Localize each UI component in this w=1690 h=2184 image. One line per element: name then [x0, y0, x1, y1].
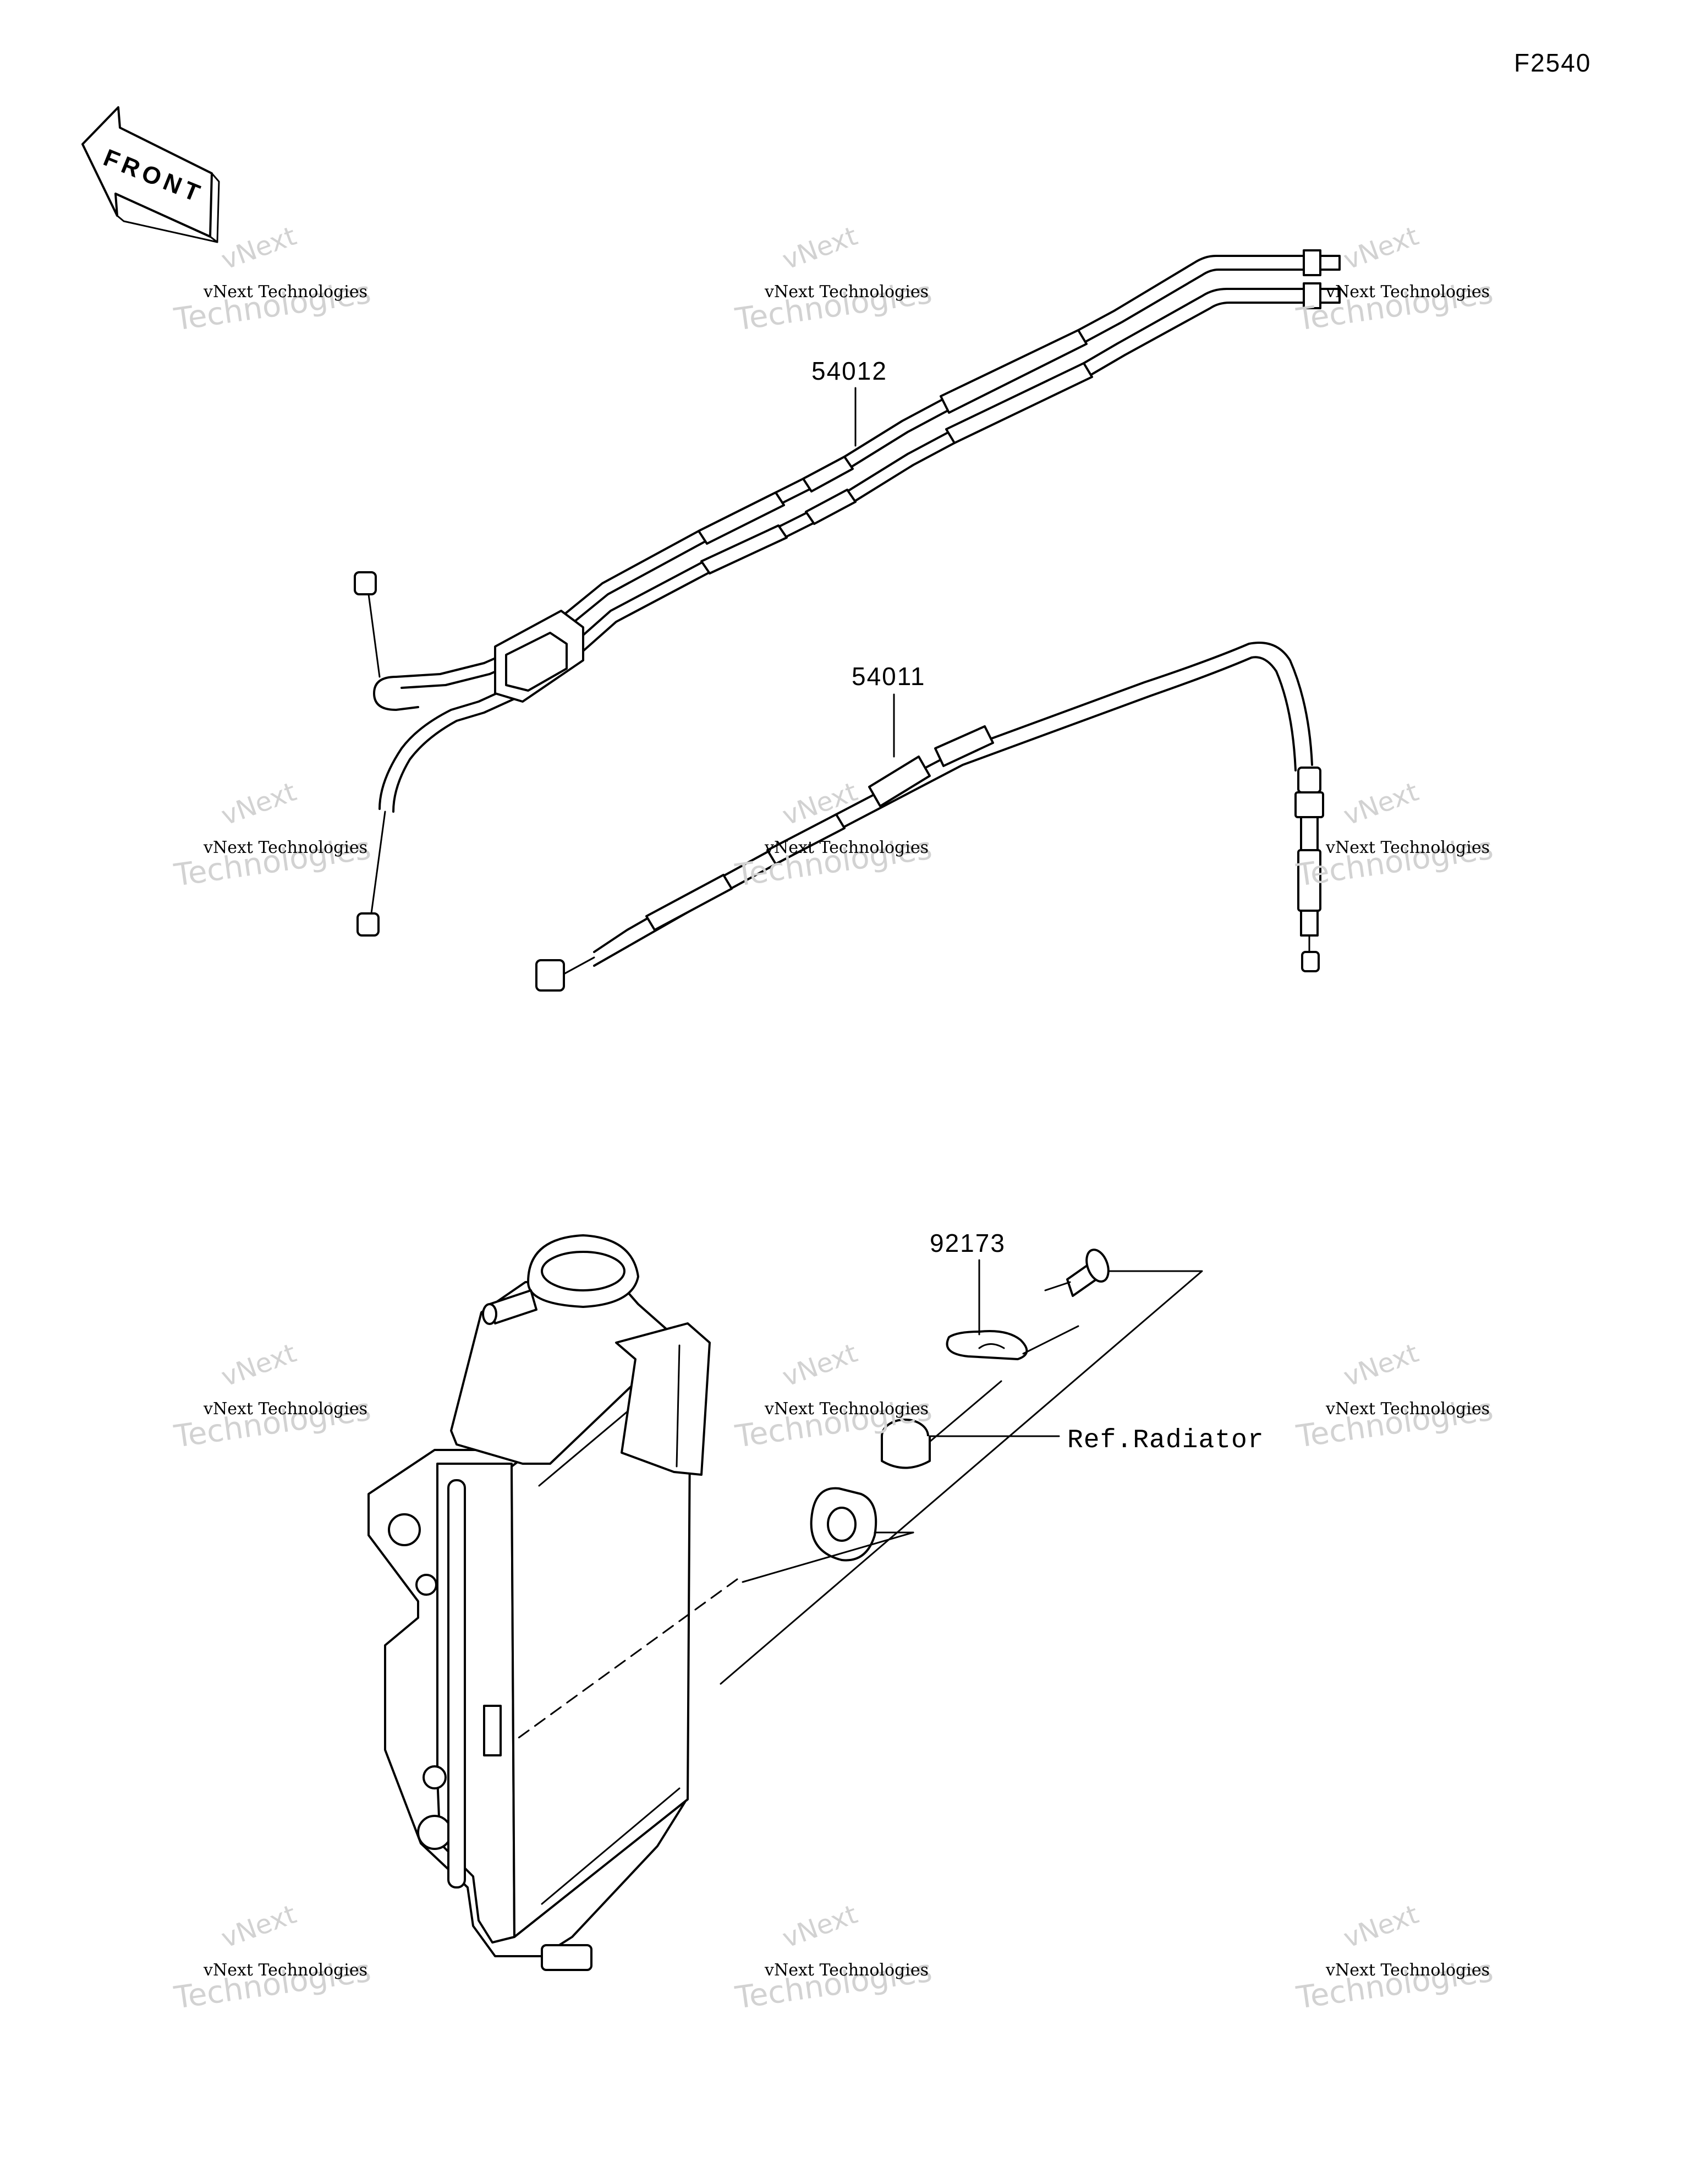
svg-text:vNext: vNext [217, 1338, 300, 1393]
svg-text:vNext: vNext [217, 776, 300, 832]
svg-text:vNext Technologies: vNext Technologies [764, 838, 929, 857]
figure-code: F2540 [1514, 48, 1591, 77]
svg-text:vNext: vNext [1340, 221, 1423, 276]
svg-text:vNext: vNext [217, 221, 300, 276]
callout-92173: 92173 [930, 1229, 1006, 1257]
svg-text:vNext Technologies: vNext Technologies [203, 838, 367, 857]
callout-54011: 54011 [852, 662, 926, 691]
watermark-4: vNext Technologies vNext Technologies [172, 776, 373, 894]
svg-text:vNext Technologies: vNext Technologies [764, 1961, 929, 1980]
svg-text:vNext: vNext [1340, 776, 1423, 832]
ref-radiator-label: Ref.Radiator [1067, 1426, 1264, 1455]
svg-text:vNext: vNext [778, 1338, 862, 1393]
svg-text:vNext Technologies: vNext Technologies [764, 1399, 929, 1419]
svg-text:vNext Technologies: vNext Technologies [1325, 1961, 1490, 1980]
clutch-cable-assembly [535, 642, 1324, 992]
watermark-10: vNext Technologies vNext Technologies [172, 1899, 373, 2016]
svg-text:vNext Technologies: vNext Technologies [1325, 1399, 1490, 1419]
mounting-hardware [516, 1249, 1203, 1740]
svg-text:vNext Technologies: vNext Technologies [203, 1961, 367, 1980]
watermark-12: vNext Technologies vNext Technologies [1294, 1899, 1495, 2016]
svg-text:vNext: vNext [778, 1899, 862, 1955]
svg-text:vNext Technologies: vNext Technologies [203, 1399, 367, 1419]
svg-text:vNext Technologies: vNext Technologies [1325, 282, 1490, 302]
front-arrow-icon: FRONT [81, 106, 220, 243]
svg-text:vNext: vNext [778, 221, 862, 276]
radiator [367, 1234, 711, 1971]
watermark-11: vNext Technologies vNext Technologies [733, 1899, 934, 2016]
svg-text:vNext: vNext [1340, 1899, 1423, 1955]
watermark-3: vNext Technologies vNext Technologies [1294, 221, 1495, 338]
svg-text:vNext Technologies: vNext Technologies [764, 282, 929, 302]
svg-text:vNext: vNext [217, 1899, 300, 1955]
svg-text:vNext Technologies: vNext Technologies [203, 282, 367, 302]
callout-54012: 54012 [811, 357, 887, 385]
watermark-9: vNext Technologies vNext Technologies [1294, 1338, 1495, 1455]
svg-text:vNext Technologies: vNext Technologies [1325, 838, 1490, 857]
throttle-cable-assembly [354, 249, 1341, 937]
svg-text:vNext: vNext [1340, 1338, 1423, 1393]
watermark-7: vNext Technologies vNext Technologies [172, 1338, 373, 1455]
watermark-2: vNext Technologies vNext Technologies [733, 221, 934, 338]
